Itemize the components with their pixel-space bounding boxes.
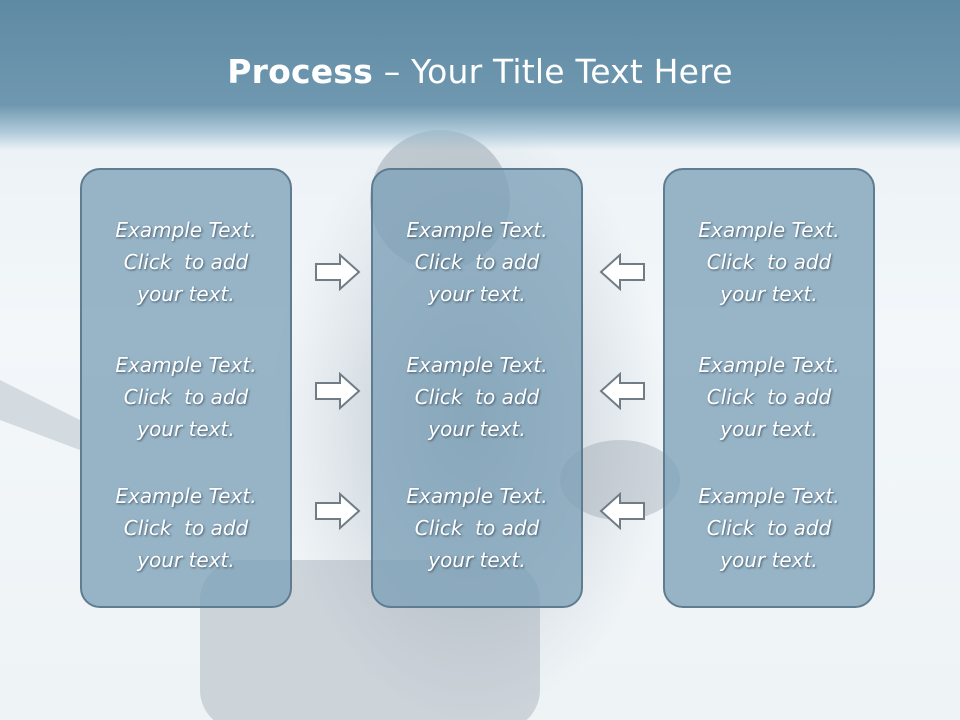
text-block[interactable]: Example Text. Click to add your text. [698, 484, 840, 572]
process-box-right[interactable]: Example Text. Click to add your text. Ex… [663, 168, 875, 608]
right-arrow-icon[interactable] [314, 492, 362, 530]
text-block[interactable]: Example Text. Click to add your text. [115, 484, 257, 572]
text-block[interactable]: Example Text. Click to add your text. [698, 353, 840, 441]
text-block[interactable]: Example Text. Click to add your text. [406, 353, 548, 441]
process-box-left[interactable]: Example Text. Click to add your text. Ex… [80, 168, 292, 608]
left-arrow-icon[interactable] [598, 372, 646, 410]
text-block[interactable]: Example Text. Click to add your text. [698, 218, 840, 306]
text-block[interactable]: Example Text. Click to add your text. [406, 218, 548, 306]
title-separator: – [373, 52, 412, 91]
text-block[interactable]: Example Text. Click to add your text. [406, 484, 548, 572]
left-arrow-icon[interactable] [598, 253, 646, 291]
left-arrow-icon[interactable] [598, 492, 646, 530]
title-bar [0, 0, 960, 150]
process-box-center[interactable]: Example Text. Click to add your text. Ex… [371, 168, 583, 608]
right-arrow-icon[interactable] [314, 372, 362, 410]
text-block[interactable]: Example Text. Click to add your text. [115, 353, 257, 441]
slide-title[interactable]: Process – Your Title Text Here [0, 52, 960, 91]
text-block[interactable]: Example Text. Click to add your text. [115, 218, 257, 306]
title-bold: Process [227, 52, 373, 91]
title-rest: Your Title Text Here [411, 52, 733, 91]
right-arrow-icon[interactable] [314, 253, 362, 291]
